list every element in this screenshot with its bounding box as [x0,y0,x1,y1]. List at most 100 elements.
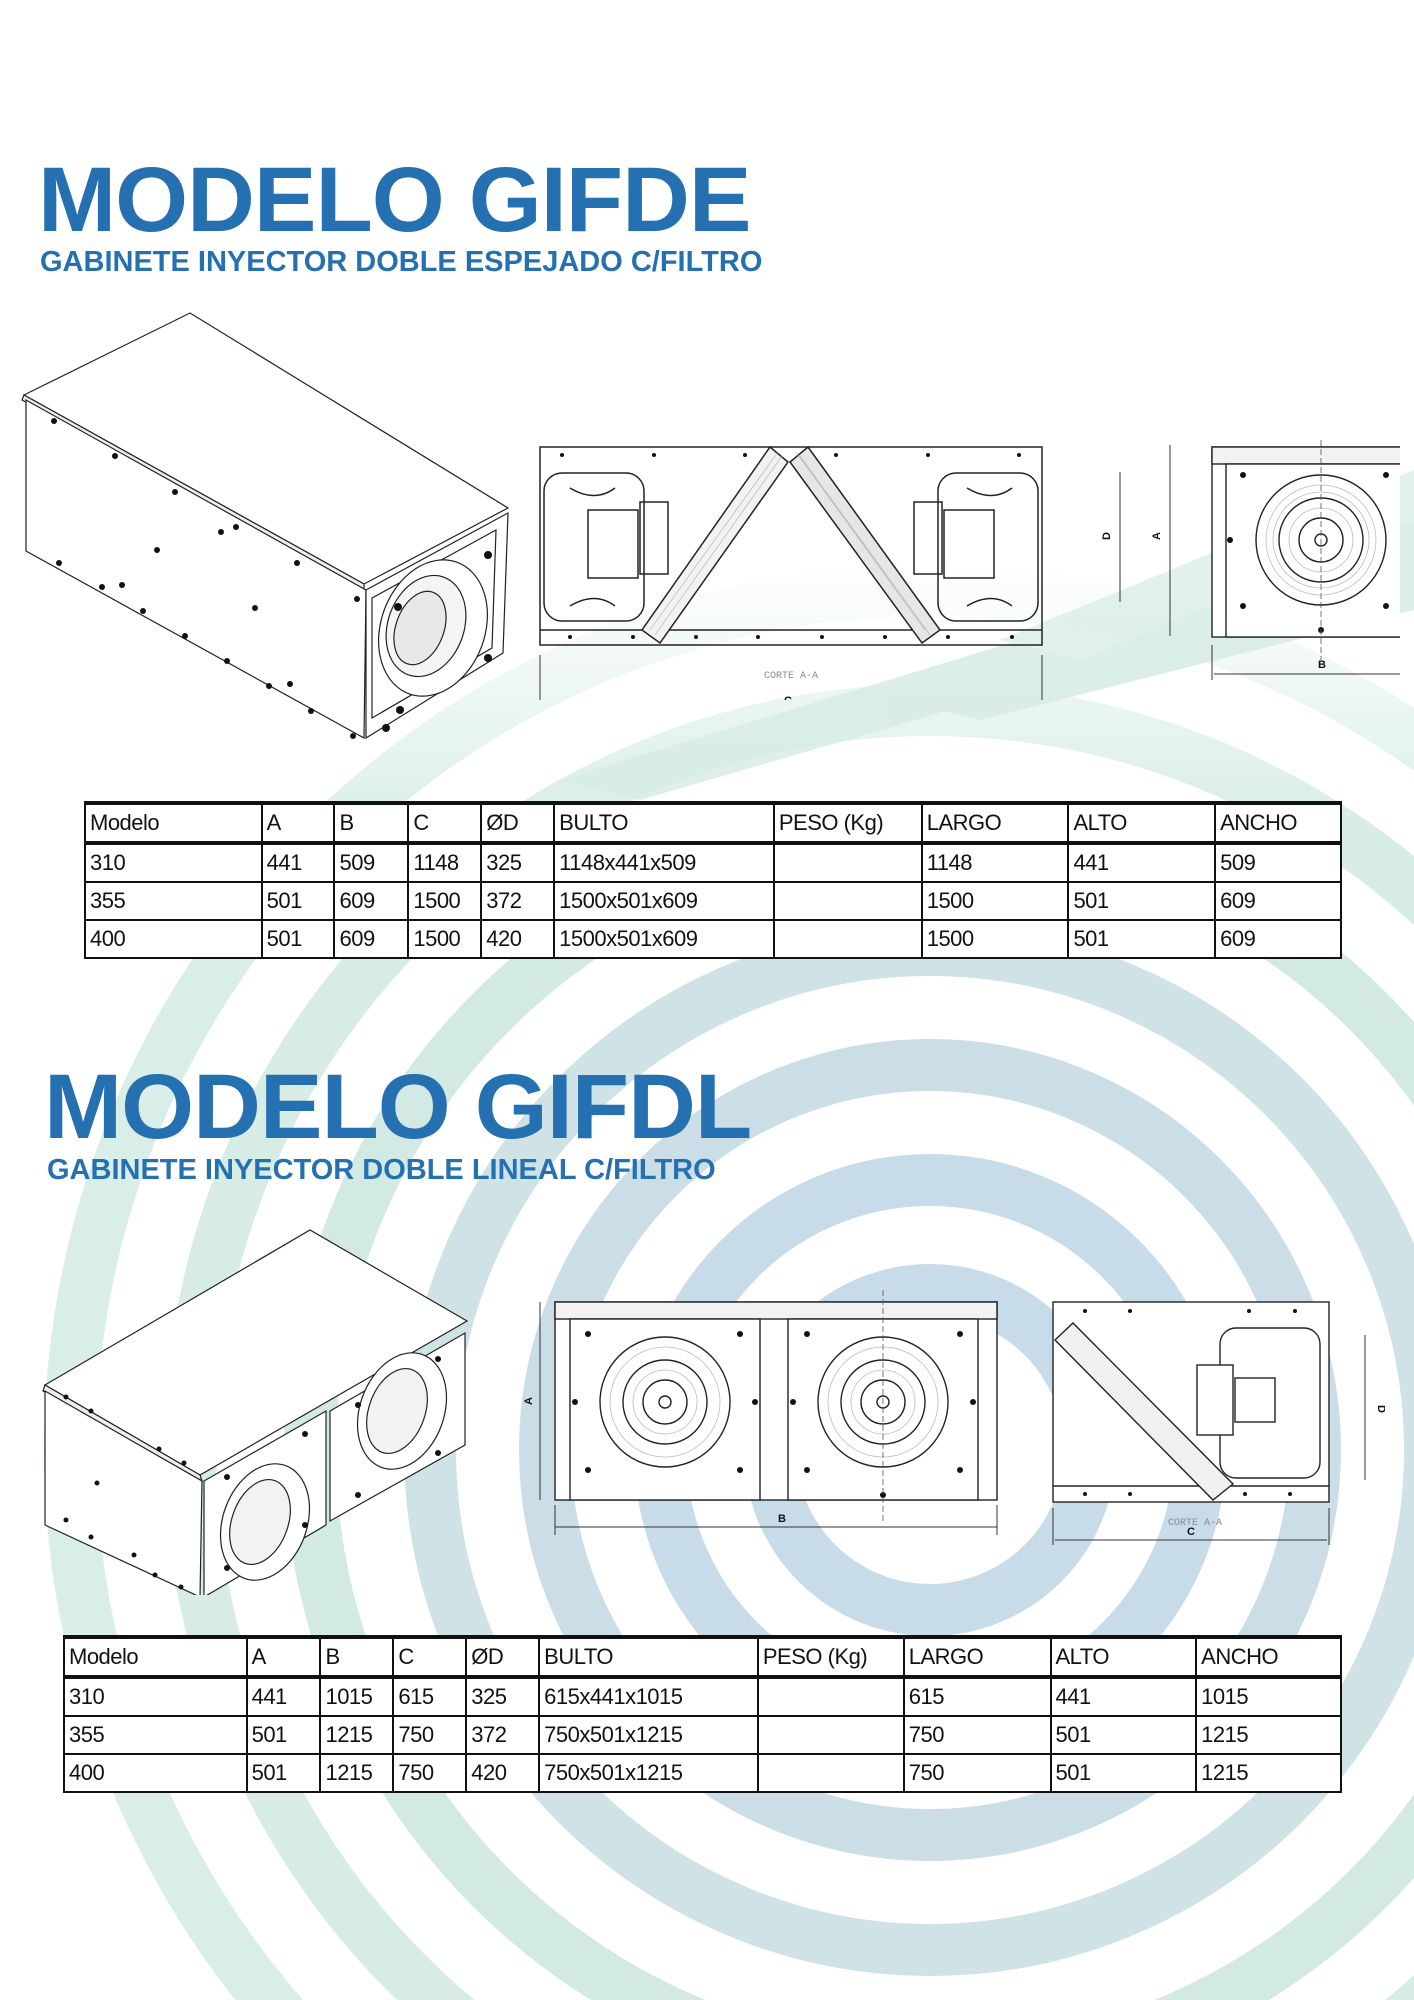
cell-c: 750 [392,1715,468,1755]
cell-c: 1148 [407,842,483,883]
cell-a: 501 [245,1715,322,1755]
table-row: 400 501 609 1500 420 1500x501x609 1500 5… [84,919,1342,959]
header-diameter: ØD [480,802,556,845]
table-header-row: Modelo A B C ØD BULTO PESO (Kg) LARGO AL… [63,1636,1342,1679]
cell-bulto: 750x501x1215 [538,1753,759,1793]
front-view-double-drawing: A B [523,1290,998,1535]
cell-diameter: 325 [465,1676,541,1717]
dimension-b-label: B [1318,659,1326,671]
section-subtitle: GABINETE INYECTOR DOBLE LINEAL C/FILTRO [47,1154,716,1186]
cell-modelo: 400 [63,1753,248,1793]
table-row: 310 441 1015 615 325 615x441x1015 615 44… [63,1676,1342,1717]
cell-bulto: 615x441x1015 [538,1676,759,1717]
cell-alto: 441 [1067,842,1217,883]
header-peso: PESO (Kg) [756,1636,905,1679]
cell-modelo: 310 [84,842,263,883]
dimension-d-label: D [1101,532,1113,540]
cell-ancho: 609 [1214,919,1342,959]
header-bulto: BULTO [553,802,775,845]
header-alto: ALTO [1049,1636,1198,1679]
cell-a: 441 [260,842,336,883]
header-alto: ALTO [1067,802,1217,845]
cell-c: 615 [392,1676,468,1717]
cell-a: 501 [260,881,336,921]
dimension-d-label: D [1375,1405,1385,1413]
header-ancho: ANCHO [1195,1636,1342,1679]
header-b: B [333,802,410,845]
spec-table-gifde: Modelo A B C ØD BULTO PESO (Kg) LARGO AL… [84,801,1342,959]
section-subtitle: GABINETE INYECTOR DOBLE ESPEJADO C/FILTR… [40,246,763,278]
front-view-drawing: D A B [1101,440,1400,680]
cell-c: 1500 [407,919,483,959]
cell-b: 1215 [319,1715,395,1755]
corte-label: CORTE A-A [1168,1518,1222,1529]
cell-bulto: 1500x501x609 [553,919,775,959]
cell-a: 501 [245,1753,322,1793]
cell-largo: 615 [902,1676,1052,1717]
cell-alto: 501 [1049,1753,1198,1793]
cell-modelo: 310 [63,1676,248,1717]
cell-diameter: 372 [480,881,556,921]
cell-diameter: 325 [480,842,556,883]
dimension-c-label: C [1187,1526,1195,1538]
cell-bulto: 1500x501x609 [553,881,775,921]
header-b: B [319,1636,395,1679]
cell-largo: 1500 [920,919,1070,959]
header-a: A [245,1636,322,1679]
header-bulto: BULTO [538,1636,759,1679]
cell-peso [772,919,923,959]
isometric-double-cabinet-drawing [42,1229,469,1595]
table-row: 355 501 609 1500 372 1500x501x609 1500 5… [84,881,1342,921]
header-modelo: Modelo [84,802,263,845]
cell-bulto: 750x501x1215 [538,1715,759,1755]
cell-b: 609 [333,919,410,959]
cell-modelo: 400 [84,919,263,959]
cell-ancho: 1215 [1195,1715,1342,1755]
table-row: 400 501 1215 750 420 750x501x1215 750 50… [63,1753,1342,1793]
dimension-a-label: A [1151,532,1163,540]
table-row: 355 501 1215 750 372 750x501x1215 750 50… [63,1715,1342,1755]
cell-largo: 750 [902,1715,1052,1755]
header-largo: LARGO [920,802,1070,845]
header-c: C [407,802,483,845]
table-row: 310 441 509 1148 325 1148x441x509 1148 4… [84,842,1342,883]
cell-c: 750 [392,1753,468,1793]
cell-b: 509 [333,842,410,883]
cell-diameter: 420 [465,1753,541,1793]
header-largo: LARGO [902,1636,1052,1679]
cell-alto: 441 [1049,1676,1198,1717]
section-view-drawing: CORTE A-A C D [1052,1301,1385,1545]
header-modelo: Modelo [63,1636,248,1679]
cell-diameter: 420 [480,919,556,959]
cell-b: 609 [333,881,410,921]
corte-label: CORTE A-A [764,671,818,682]
cell-diameter: 372 [465,1715,541,1755]
header-a: A [260,802,336,845]
cell-peso [756,1715,905,1755]
cell-b: 1015 [319,1676,395,1717]
cell-peso [772,842,923,883]
cell-ancho: 1015 [1195,1676,1342,1717]
cell-peso [756,1753,905,1793]
cell-largo: 1500 [920,881,1070,921]
header-peso: PESO (Kg) [772,802,923,845]
spec-table-gifdl: Modelo A B C ØD BULTO PESO (Kg) LARGO AL… [63,1635,1342,1793]
cell-largo: 1148 [920,842,1070,883]
cell-ancho: 509 [1214,842,1342,883]
cell-alto: 501 [1067,881,1217,921]
cell-peso [756,1676,905,1717]
cell-peso [772,881,923,921]
cell-b: 1215 [319,1753,395,1793]
cell-alto: 501 [1049,1715,1198,1755]
dimension-b-label: B [778,1513,786,1525]
cell-modelo: 355 [63,1715,248,1755]
cell-bulto: 1148x441x509 [553,842,775,883]
header-diameter: ØD [465,1636,541,1679]
isometric-cabinet-drawing [21,312,510,740]
dimension-a-label: A [523,1397,535,1405]
cell-largo: 750 [902,1753,1052,1793]
dimension-c-label: C [784,695,792,700]
header-ancho: ANCHO [1214,802,1342,845]
table-header-row: Modelo A B C ØD BULTO PESO (Kg) LARGO AL… [84,802,1342,845]
header-c: C [392,1636,468,1679]
